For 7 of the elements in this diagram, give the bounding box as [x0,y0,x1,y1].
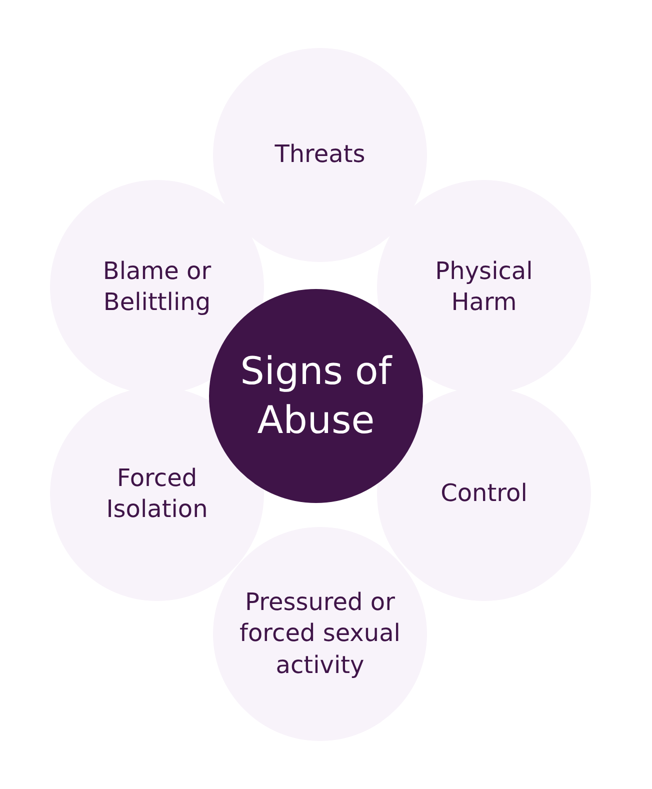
central-title: Signs of Abuse [239,348,394,444]
sign-label: Control [440,478,528,510]
sign-label: Pressured or forced sexual activity [238,587,402,681]
sign-label: Forced Isolation [105,462,209,525]
sign-label: Blame or Belittling [102,256,212,318]
sign-label: Threats [274,139,366,170]
sign-label: Physical Harm [434,256,534,318]
